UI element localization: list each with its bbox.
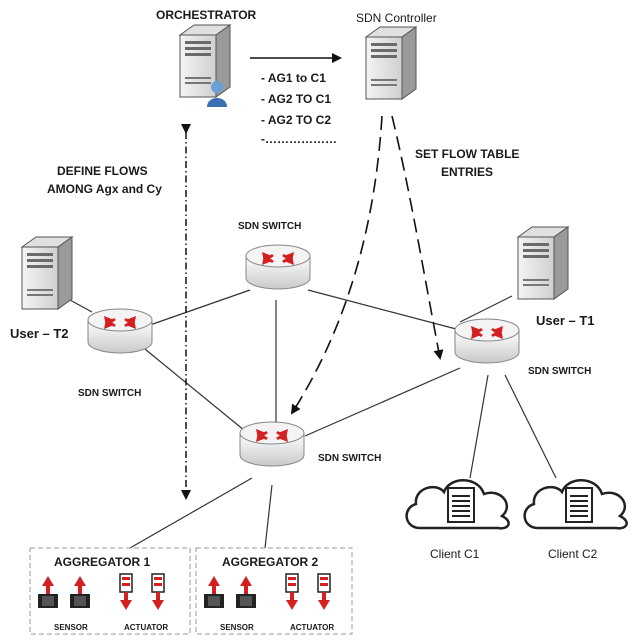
set-flow-label: SET FLOW TABLE [415, 147, 519, 161]
sensor-icon [38, 576, 58, 608]
link-right-c2 [504, 374, 557, 479]
define-flows-label: DEFINE FLOWS [57, 164, 148, 178]
client-c1-cloud-icon [405, 478, 510, 530]
controller-to-bottom-switch-arrow [290, 115, 383, 415]
sdn-controller-label: SDN Controller [356, 11, 437, 25]
switch-top-icon [245, 244, 311, 290]
switch-right-icon [454, 318, 520, 364]
flow-item: - AG2 TO C2 [261, 113, 331, 127]
flow-item: - AG1 to C1 [261, 71, 326, 85]
actuator-icon [285, 573, 299, 611]
link-right-c1 [469, 374, 489, 479]
sensor-label: SENSOR [54, 623, 88, 632]
user-t2-label: User – T2 [10, 326, 69, 341]
link-left-top [149, 289, 251, 326]
actuator-label: ACTUATOR [124, 623, 168, 632]
link-bottom-agg1 [129, 477, 253, 549]
user-t1-label: User – T1 [536, 313, 595, 328]
sensor-label: SENSOR [220, 623, 254, 632]
actuator-icon [317, 573, 331, 611]
controller-to-right-switch-arrow [391, 115, 444, 360]
client-c2-label: Client C2 [548, 547, 598, 561]
switch-left-label: SDN SWITCH [78, 388, 141, 399]
network-links [69, 289, 557, 549]
orchestrator-label: ORCHESTRATOR [156, 8, 257, 22]
link-bottom-agg2 [264, 484, 273, 549]
user-t1-server-icon [517, 226, 569, 300]
set-flow-label: ENTRIES [441, 165, 493, 179]
link-left-bottom [139, 344, 251, 436]
link-top-right [307, 289, 461, 331]
switch-bottom-label: SDN SWITCH [318, 453, 381, 464]
actuator-icon [119, 573, 133, 611]
orchestrator-server-icon [179, 24, 231, 107]
actuator-icon [151, 573, 165, 611]
switch-left-icon [87, 308, 153, 354]
actuator-label: ACTUATOR [290, 623, 334, 632]
sensor-icon [204, 576, 224, 608]
client-c1-label: Client C1 [430, 547, 480, 561]
aggregator-1-box [29, 547, 191, 635]
sensor-icon [236, 576, 256, 608]
user-t2-server-icon [21, 236, 73, 310]
flow-item: -……………… [261, 132, 337, 146]
aggregator-2-label: AGGREGATOR 2 [222, 555, 319, 569]
link-left-userT2 [69, 299, 93, 313]
sensor-icon [70, 576, 90, 608]
switch-top-label: SDN SWITCH [238, 221, 301, 232]
switch-right-label: SDN SWITCH [528, 366, 591, 377]
switch-bottom-icon [239, 421, 305, 467]
link-right-userT1 [459, 295, 513, 323]
client-c2-cloud-icon [523, 478, 628, 530]
aggregator-1-label: AGGREGATOR 1 [54, 555, 151, 569]
link-bottom-right [304, 367, 461, 437]
flow-item: - AG2 TO C1 [261, 92, 331, 106]
aggregator-2-box [195, 547, 353, 635]
sdn-controller-server-icon [365, 26, 417, 100]
define-flows-label: AMONG Agx and Cy [47, 182, 162, 196]
